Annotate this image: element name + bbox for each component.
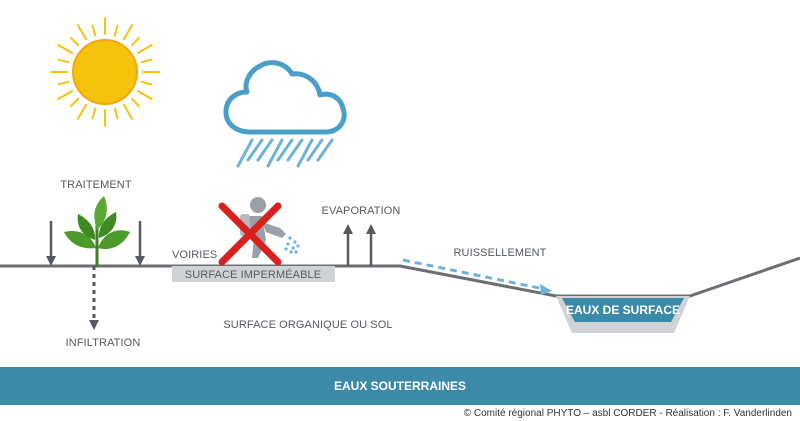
treatment-arrows-icon [46, 221, 145, 266]
surface-impermeable-label: SURFACE IMPERMÉABLE [185, 268, 321, 281]
sun-ray [123, 103, 133, 120]
surface-organique-label: SURFACE ORGANIQUE OU SOL [223, 319, 392, 331]
evaporation-label: EVAPORATION [322, 205, 401, 217]
sun-ray [123, 24, 133, 41]
runoff-arrow-icon [402, 258, 552, 295]
rain-streak [276, 138, 294, 162]
impermeable-surface: SURFACE IMPERMÉABLE [172, 266, 335, 282]
rain-streak [286, 138, 304, 162]
cross-icon [218, 202, 282, 266]
sun-ray [130, 37, 140, 47]
credit-text: © Comité régional PHYTO – asbl CORDER - … [464, 408, 792, 419]
ground-profile [0, 256, 800, 298]
sun-ray [113, 24, 119, 37]
spray-drop [288, 236, 292, 240]
sun-ray [57, 90, 74, 100]
rain-streak [316, 138, 334, 162]
rain-streak [266, 138, 284, 168]
sun-ray [77, 103, 87, 120]
sun-icon [50, 17, 160, 127]
spray-drop [291, 246, 295, 250]
sun-ray [136, 90, 153, 100]
groundwater-band: EAUX SOUTERRAINES [0, 367, 800, 405]
sun-ray [70, 97, 80, 107]
eaux-souterraines-label: EAUX SOUTERRAINES [334, 379, 466, 393]
spray-drop [289, 250, 293, 254]
cloud-rain-icon [223, 60, 347, 168]
spray-drop [293, 240, 297, 244]
spray-drop [284, 247, 288, 251]
sun-ray [70, 37, 80, 47]
rain-streak [236, 138, 254, 168]
sun-ray [57, 80, 70, 86]
sun-ray [91, 107, 97, 120]
rain-streak [256, 138, 274, 162]
sun-ray [91, 24, 97, 37]
sun-ray [140, 58, 153, 64]
sun-ray [77, 24, 87, 41]
ruissellement-label: RUISSELLEMENT [454, 247, 547, 259]
sun-ray [113, 107, 119, 120]
sun-ray [136, 44, 153, 54]
sun-ray [57, 44, 74, 54]
rain-streak [296, 138, 314, 168]
plant-icon [64, 196, 130, 266]
sun-ray [57, 58, 70, 64]
eaux-de-surface-label: EAUX DE SURFACE [566, 303, 680, 317]
rain-streak [246, 138, 264, 162]
sun-ray [130, 97, 140, 107]
surface-water-basin: EAUX DE SURFACE [556, 296, 690, 333]
spray-drop [294, 250, 298, 254]
evaporation-arrows-icon [343, 224, 376, 266]
infiltration-arrow-icon [89, 266, 99, 330]
voiries-label: VOIRIES [172, 249, 217, 261]
traitement-label: TRAITEMENT [60, 179, 131, 191]
spray-drop [286, 242, 290, 246]
sun-ray [140, 80, 153, 86]
spray-drop [296, 244, 300, 248]
infiltration-label: INFILTRATION [66, 337, 141, 349]
person-spraying-icon [240, 197, 300, 258]
rain-streak [306, 138, 324, 162]
